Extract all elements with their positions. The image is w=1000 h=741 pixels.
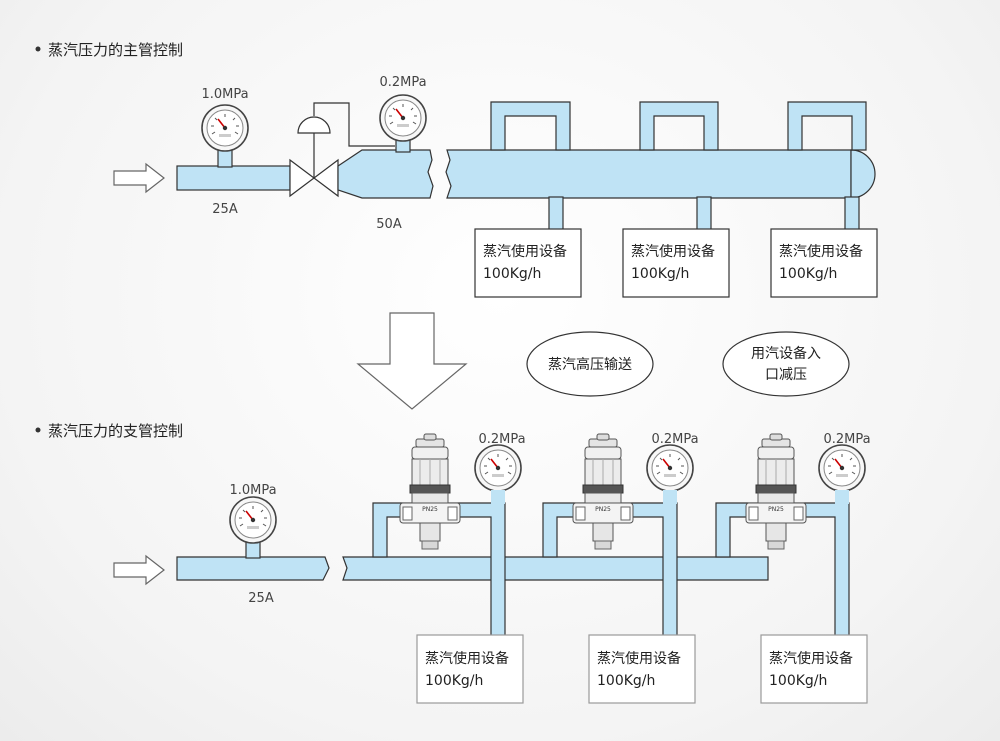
branch-header-pipe (342, 556, 769, 581)
equipment-name: 蒸汽使用设备 (769, 650, 853, 667)
inlet-pipe-25a (176, 165, 291, 191)
equipment-name: 蒸汽使用设备 (631, 243, 715, 260)
drop-pipe-1 (548, 196, 564, 231)
note-bubble-2: 用汽设备入 口减压 (722, 331, 850, 397)
gauge-inlet-label: 1.0MPa (201, 87, 248, 102)
main-section-title: 蒸汽压力的主管控制 (48, 41, 183, 59)
pressure-gauge-icon (201, 104, 249, 152)
expansion-loops (490, 101, 867, 151)
gauge-label: 0.2MPa (823, 432, 870, 447)
equipment-flow: 100Kg/h (483, 266, 541, 282)
pressure-reducing-valve-3: PN25 (745, 433, 807, 550)
gauge-label: 0.2MPa (651, 432, 698, 447)
outlet-pipe-label: 50A (376, 217, 402, 232)
branch-gauge-1: 0.2MPa (474, 432, 526, 504)
equipment-flow: 100Kg/h (631, 266, 689, 282)
note-text: 蒸汽高压输送 (548, 356, 632, 373)
note-bubble-1: 蒸汽高压输送 (526, 331, 654, 397)
equipment-flow: 100Kg/h (597, 673, 655, 689)
branch-inlet-pipe (176, 556, 330, 581)
equipment-flow: 100Kg/h (425, 673, 483, 689)
main-section: 蒸汽压力的主管控制 1.0MPa 25A 0.2MPa 50A (35, 41, 878, 298)
header-cap (850, 149, 876, 199)
control-valve-icon (289, 102, 395, 198)
pressure-gauge-icon (646, 444, 694, 492)
equipment-name: 蒸汽使用设备 (597, 650, 681, 667)
pressure-gauge-icon (229, 496, 277, 544)
pressure-reducing-valve-2: PN25 (572, 433, 634, 550)
equipment-box-1: 蒸汽使用设备 100Kg/h (474, 228, 582, 298)
branch-section-title: 蒸汽压力的支管控制 (48, 422, 183, 440)
bullet-dot (35, 427, 41, 433)
expander-pipe (337, 149, 434, 199)
equipment-flow: 100Kg/h (769, 673, 827, 689)
pressure-gauge-icon (818, 444, 866, 492)
inlet-pipe-label: 25A (212, 202, 238, 217)
note-text: 口减压 (765, 367, 807, 383)
gauge-outlet-label: 0.2MPa (379, 75, 426, 90)
valve-label: PN25 (595, 506, 611, 513)
gauge-label: 0.2MPa (478, 432, 525, 447)
equipment-box-3: 蒸汽使用设备 100Kg/h (770, 228, 878, 298)
branch-equipment-box-3: 蒸汽使用设备 100Kg/h (760, 634, 868, 704)
down-arrow-icon (356, 312, 468, 410)
branch-section: 蒸汽压力的支管控制 1.0MPa 25A PN25 PN25 PN25 (35, 422, 871, 704)
bullet-dot (35, 46, 41, 52)
branch-equipment-box-2: 蒸汽使用设备 100Kg/h (588, 634, 696, 704)
equipment-flow: 100Kg/h (779, 266, 837, 282)
flow-arrow-icon (113, 554, 165, 586)
valve-label: PN25 (768, 506, 784, 513)
pressure-gauge-icon (474, 444, 522, 492)
note-text: 用汽设备入 (751, 345, 821, 362)
pressure-gauge-icon (379, 94, 427, 142)
flow-arrow-icon (113, 162, 165, 194)
drop-pipe-3 (844, 196, 860, 231)
pressure-reducing-valve-1: PN25 (399, 433, 461, 550)
branch-gauge-3: 0.2MPa (818, 432, 871, 504)
valve-label: PN25 (422, 506, 438, 513)
drop-pipe-2 (696, 196, 712, 231)
branch-pipe-label: 25A (248, 591, 274, 606)
branch-gauge-2: 0.2MPa (646, 432, 699, 504)
branch-equipment-box-1: 蒸汽使用设备 100Kg/h (416, 634, 524, 704)
branch-gauge-label: 1.0MPa (229, 483, 276, 498)
equipment-name: 蒸汽使用设备 (779, 243, 863, 260)
equipment-name: 蒸汽使用设备 (425, 650, 509, 667)
equipment-box-2: 蒸汽使用设备 100Kg/h (622, 228, 730, 298)
main-header-pipe (445, 149, 852, 199)
equipment-name: 蒸汽使用设备 (483, 243, 567, 260)
